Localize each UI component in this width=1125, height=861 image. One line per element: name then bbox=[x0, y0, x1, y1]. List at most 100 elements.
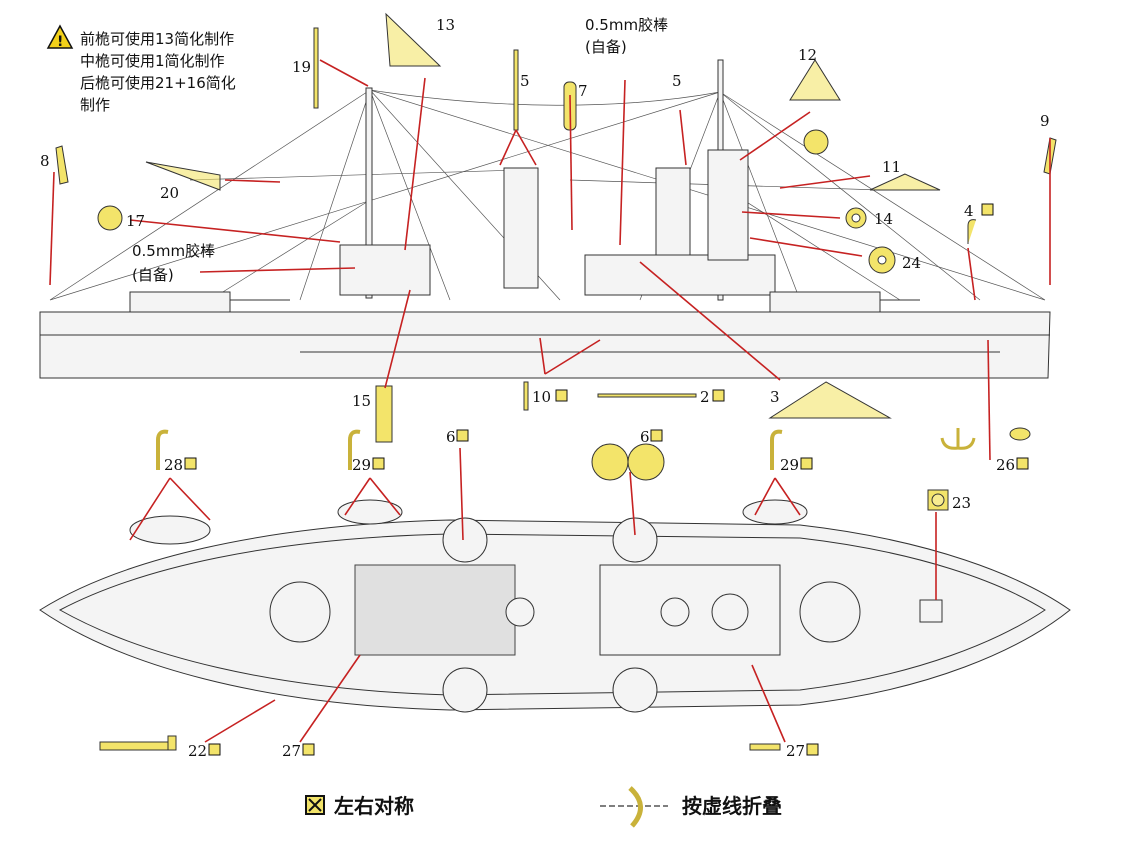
rigging bbox=[49, 89, 1046, 301]
part-number-labels: 13 19 5 7 5 12 9 8 11 20 4 17 14 24 10 2… bbox=[40, 16, 1050, 760]
label-6a: 6 bbox=[446, 428, 456, 446]
boat-28 bbox=[129, 515, 211, 545]
warning-note: ! 前桅可使用13简化制作 中桅可使用1简化制作 后桅可使用21+16简化 制作 bbox=[46, 24, 236, 114]
note-line-1: 前桅可使用13简化制作 bbox=[80, 30, 234, 48]
fore-funnel bbox=[503, 167, 539, 289]
symmetric-mark-icon bbox=[712, 389, 725, 402]
warning-triangle-icon: ! bbox=[46, 24, 74, 50]
rod-note-top: 0.5mm胶棒 (自备) bbox=[585, 16, 668, 56]
sec-turret-1 bbox=[442, 517, 488, 563]
symmetric-mark-icon bbox=[800, 457, 813, 470]
symmetric-mark-icon bbox=[555, 389, 568, 402]
label-2: 2 bbox=[700, 388, 710, 406]
fore-main-turret bbox=[269, 581, 331, 643]
label-6b: 6 bbox=[640, 428, 650, 446]
symmetric-mark-icon bbox=[184, 457, 197, 470]
legend-symmetric-text: 左右对称 bbox=[334, 794, 414, 818]
part-14-ring bbox=[845, 207, 867, 229]
part-28-davit bbox=[156, 429, 169, 470]
symmetric-mark-icon bbox=[806, 743, 819, 756]
part-24-disc bbox=[868, 246, 896, 274]
fore-mast bbox=[365, 87, 373, 299]
rod-note-top-2: (自备) bbox=[585, 38, 627, 56]
hatch-23 bbox=[919, 599, 943, 623]
part-3-triangle bbox=[768, 381, 892, 419]
side-view bbox=[39, 59, 1051, 379]
fold-line-icon bbox=[600, 786, 668, 828]
fore-turret bbox=[129, 291, 231, 315]
label-27b: 27 bbox=[786, 742, 805, 760]
part-6-discs bbox=[591, 443, 665, 481]
rod-note-mid-2: (自备) bbox=[132, 266, 174, 284]
label-29a: 29 bbox=[352, 456, 371, 474]
symmetric-mark-icon bbox=[456, 429, 469, 442]
part-23-square bbox=[927, 489, 949, 511]
label-12: 12 bbox=[798, 46, 817, 64]
parts bbox=[55, 12, 1057, 751]
part-11-triangle bbox=[869, 173, 941, 191]
leader-lines bbox=[49, 59, 1051, 743]
label-11: 11 bbox=[882, 158, 901, 176]
label-13: 13 bbox=[436, 16, 455, 34]
part-29-davit bbox=[348, 429, 783, 470]
part-2-rod bbox=[597, 393, 697, 398]
top-view bbox=[39, 499, 1071, 713]
sec-turret-4 bbox=[612, 667, 658, 713]
part-8-strip bbox=[55, 145, 69, 185]
label-22: 22 bbox=[188, 742, 207, 760]
label-19: 19 bbox=[292, 58, 311, 76]
legend-fold-text: 按虚线折叠 bbox=[682, 794, 782, 818]
mid-superstructure bbox=[584, 254, 776, 296]
symmetric-mark-icon bbox=[1016, 457, 1029, 470]
symmetric-mark-icon bbox=[302, 743, 315, 756]
rod-note-mid-1: 0.5mm胶棒 bbox=[132, 242, 215, 260]
top-hull bbox=[39, 519, 1071, 711]
part-12-triangle bbox=[789, 59, 841, 155]
label-27a: 27 bbox=[282, 742, 301, 760]
fore-funnel-top bbox=[505, 597, 535, 627]
label-28: 28 bbox=[164, 456, 183, 474]
part-26-anchor bbox=[940, 427, 1031, 450]
part-10-rod bbox=[523, 381, 529, 411]
label-10: 10 bbox=[532, 388, 551, 406]
wood-deck bbox=[354, 564, 516, 656]
label-4: 4 bbox=[964, 202, 974, 220]
label-14: 14 bbox=[874, 210, 893, 228]
label-20: 20 bbox=[160, 184, 179, 202]
fore-superstructure bbox=[339, 244, 431, 296]
boat-29a bbox=[337, 499, 403, 525]
label-24: 24 bbox=[902, 254, 921, 272]
label-7: 7 bbox=[578, 82, 588, 100]
aft-main-turret bbox=[799, 581, 861, 643]
label-9: 9 bbox=[1040, 112, 1050, 130]
aft-deck-structure bbox=[599, 564, 781, 656]
side-hull bbox=[39, 311, 1051, 379]
part-27-rail bbox=[749, 743, 781, 751]
part-15-ladder bbox=[375, 385, 393, 443]
part-13-triangle bbox=[385, 12, 442, 67]
symmetric-mark-icon bbox=[305, 795, 325, 815]
label-29b: 29 bbox=[780, 456, 799, 474]
main-top bbox=[707, 149, 749, 261]
label-8: 8 bbox=[40, 152, 50, 170]
part-22-rail bbox=[99, 735, 177, 751]
label-23: 23 bbox=[952, 494, 971, 512]
note-line-3: 后桅可使用21+16简化 bbox=[80, 74, 236, 92]
rod-note-top-1: 0.5mm胶棒 bbox=[585, 16, 668, 34]
symmetric-mark-icon bbox=[372, 457, 385, 470]
mast-base-top bbox=[711, 593, 749, 631]
aft-turret bbox=[769, 291, 881, 315]
legend: 左右对称 按虚线折叠 bbox=[305, 786, 782, 828]
label-3: 3 bbox=[770, 388, 780, 406]
part-19-rod bbox=[313, 27, 319, 109]
sec-turret-2 bbox=[612, 517, 658, 563]
note-line-4: 制作 bbox=[80, 96, 110, 114]
part-4-hook bbox=[967, 219, 977, 244]
label-5b: 5 bbox=[672, 72, 682, 90]
part-17-ring bbox=[97, 205, 123, 231]
label-5a: 5 bbox=[520, 72, 530, 90]
label-26: 26 bbox=[996, 456, 1015, 474]
sec-turret-3 bbox=[442, 667, 488, 713]
part-5-rod bbox=[513, 49, 519, 131]
